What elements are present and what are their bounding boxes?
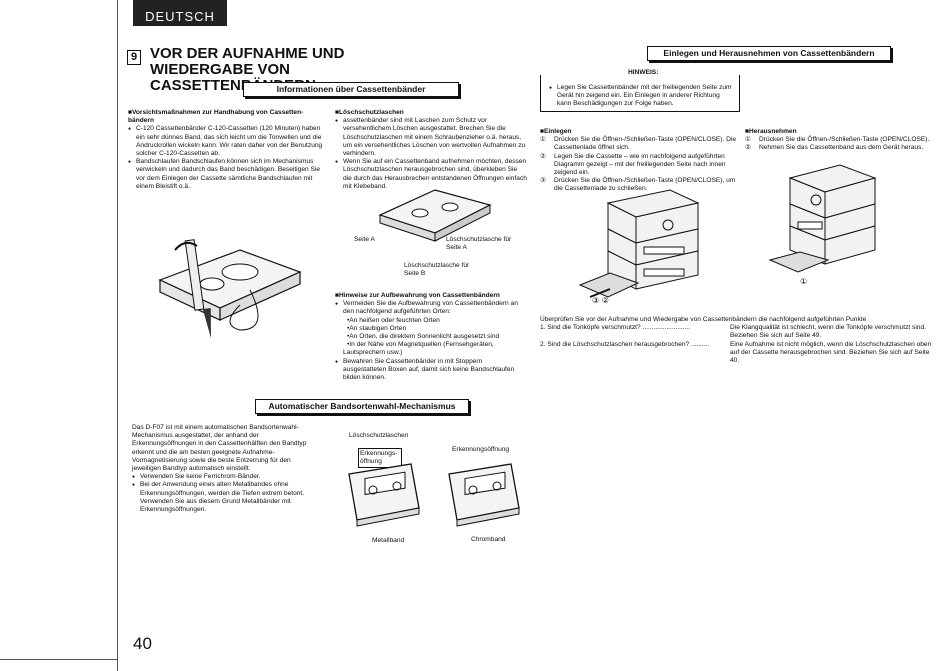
auto-tape-section-title: Automatischer Bandsortenwahl-Mechanismus xyxy=(255,399,469,414)
list-item: C-120 Cassettenbänder C-120-Cassetten (1… xyxy=(128,125,324,158)
list-item: Vermeiden Sie die Aufbewahrung von Casse… xyxy=(335,300,527,357)
svg-text:①: ① xyxy=(800,277,807,286)
stereo-insert-illustration: ③ ② xyxy=(578,189,700,305)
chrome-cassette-illustration xyxy=(448,463,520,527)
label-side-a: Seite A xyxy=(354,236,375,243)
label-tab-side-b: Löschschutzlasche für Seite B xyxy=(404,262,470,278)
check-row: 1. Sind die Tonköpfe verschmutzt? ......… xyxy=(540,324,926,340)
note-text: Legen Sie Cassettenbänder mit der freili… xyxy=(549,84,734,109)
page-title: VOR DER AUFNAHME UND WIEDERGABE VON CASS… xyxy=(150,45,345,94)
footer-rule xyxy=(0,659,117,660)
label-erase-tabs: Löschschutzlaschen xyxy=(349,432,409,439)
list-item: Verwenden Sie keine Ferrichrom-Bänder. xyxy=(132,473,320,481)
cassette-tab-illustration xyxy=(378,189,492,242)
pencil-cassette-illustration xyxy=(158,239,302,339)
note-label: HINWEIS: xyxy=(625,69,662,78)
pre-check-intro: Überprüfen Sie vor der Aufnahme und Wied… xyxy=(540,316,867,323)
list-item: Bewahren Sie Cassettenbänder in mit Stop… xyxy=(335,358,527,383)
storage-section: ■Hinweise zur Aufbewahrung von Cassetten… xyxy=(335,292,527,382)
auto-tape-text: Das D-F07 ist mit einem automatischen Ba… xyxy=(132,424,307,473)
handling-section: ■Vorsichtsmaßnahmen zur Handhabung von C… xyxy=(128,109,324,191)
list-item: assettenbänder sind mit Laschen zum Schu… xyxy=(335,117,527,158)
page-number: 40 xyxy=(133,634,152,653)
label-detection-hole-1: Erkennungs-öffnung xyxy=(358,448,402,469)
note-box: HINWEIS: Legen Sie Cassettenbänder mit d… xyxy=(540,69,740,112)
insert-heading: ■Einlegen xyxy=(540,128,572,135)
section-number: 9 xyxy=(127,50,141,65)
stereo-remove-illustration: ① xyxy=(768,164,877,286)
label-tab-side-a: Löschschutzlasche für Seite A xyxy=(446,236,512,252)
label-metal-tape: Metallband xyxy=(372,537,405,544)
margin-rule xyxy=(117,0,118,671)
storage-heading: ■Hinweise zur Aufbewahrung von Cassetten… xyxy=(335,292,500,299)
label-chrome-tape: Chromband xyxy=(471,536,506,543)
info-section-title: Informationen über Cassettenbänder xyxy=(243,82,459,97)
handling-heading: ■Vorsichtsmaßnahmen zur Handhabung von C… xyxy=(128,109,304,125)
insert-remove-section-title: Einlegen und Herausnehmen von Cassettenb… xyxy=(647,46,891,61)
list-item: Bandschlaufen Bandschlaufen können sich … xyxy=(128,158,324,191)
language-tab: DEUTSCH xyxy=(133,0,227,26)
erase-protection-heading: ■Löschschutzlaschen xyxy=(335,109,404,116)
check-row: 2. Sind die Löschschutzlaschen herausgeb… xyxy=(540,340,932,365)
remove-heading: ■Herausnehmen xyxy=(745,128,797,135)
erase-protection-section: ■Löschschutzlaschen assettenbänder sind … xyxy=(335,109,527,191)
label-detection-hole-2: Erkennungsöffnung xyxy=(452,446,510,453)
svg-text:③ ②: ③ ② xyxy=(592,296,609,305)
list-item: Wenn Sie auf ein Cassettenband aufnehmen… xyxy=(335,158,527,191)
auto-tape-section: Das D-F07 ist mit einem automatischen Ba… xyxy=(132,424,320,514)
metal-cassette-illustration xyxy=(348,463,420,527)
list-item: Bei der Anwendung eines alten Metallband… xyxy=(132,481,320,514)
pre-check-section: Überprüfen Sie vor der Aufnahme und Wied… xyxy=(540,316,940,365)
